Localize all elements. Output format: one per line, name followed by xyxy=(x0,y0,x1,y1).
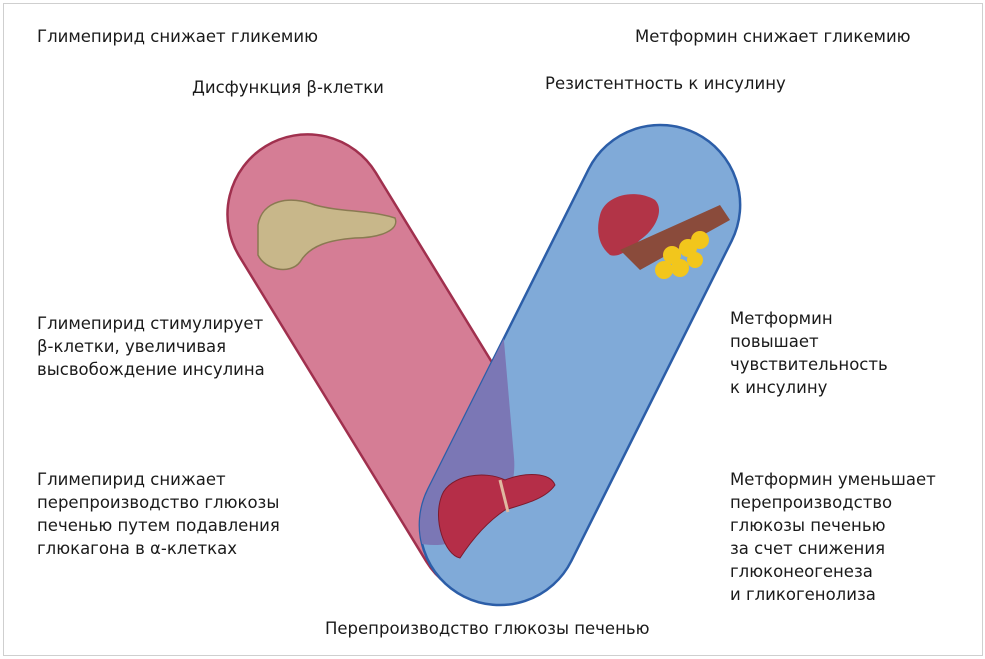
bottom-label: Перепроизводство глюкозы печенью xyxy=(325,619,650,638)
pancreas-icon xyxy=(257,199,397,271)
liver-muscle-fat-icon xyxy=(598,194,730,279)
text-line: глюкозы печенью xyxy=(730,516,886,535)
right-heading: Метформин снижает гликемию xyxy=(635,27,911,46)
left-heading: Глимепирид снижает гликемию xyxy=(37,27,318,46)
right-mid-text: Метформин повышает чувствительность к ин… xyxy=(730,307,888,399)
text-line: чувствительность xyxy=(730,355,888,374)
right-top-label: Резистентность к инсулину xyxy=(545,74,786,93)
text-line: перепроизводство xyxy=(730,493,893,512)
text-line: повышает xyxy=(730,332,819,351)
text-line: β-клетки, увеличивая xyxy=(37,337,227,356)
text-line: Глимепирид снижает xyxy=(37,470,226,489)
text-line: Метформин xyxy=(730,309,833,328)
text-line: за счет снижения xyxy=(730,539,885,558)
right-low-text: Метформин уменьшает перепроизводство глю… xyxy=(730,468,936,606)
text-line: и гликогенолиза xyxy=(730,585,876,604)
text-line: глюконеогенеза xyxy=(730,562,873,581)
text-line: Метформин уменьшает xyxy=(730,470,936,489)
liver-icon xyxy=(438,474,556,559)
left-top-label: Дисфункция β-клетки xyxy=(192,78,384,97)
text-line: печенью путем подавления xyxy=(37,516,280,535)
left-mid-text: Глимепирид стимулирует β-клетки, увеличи… xyxy=(37,312,265,381)
frame xyxy=(3,3,983,656)
text-line: к инсулину xyxy=(730,378,828,397)
text-line: глюкагона в α-клетках xyxy=(37,539,238,558)
left-low-text: Глимепирид снижает перепроизводство глюк… xyxy=(37,468,280,560)
text-line: Глимепирид стимулирует xyxy=(37,314,264,333)
text-line: перепроизводство глюкозы xyxy=(37,493,280,512)
text-line: высвобождение инсулина xyxy=(37,360,265,379)
